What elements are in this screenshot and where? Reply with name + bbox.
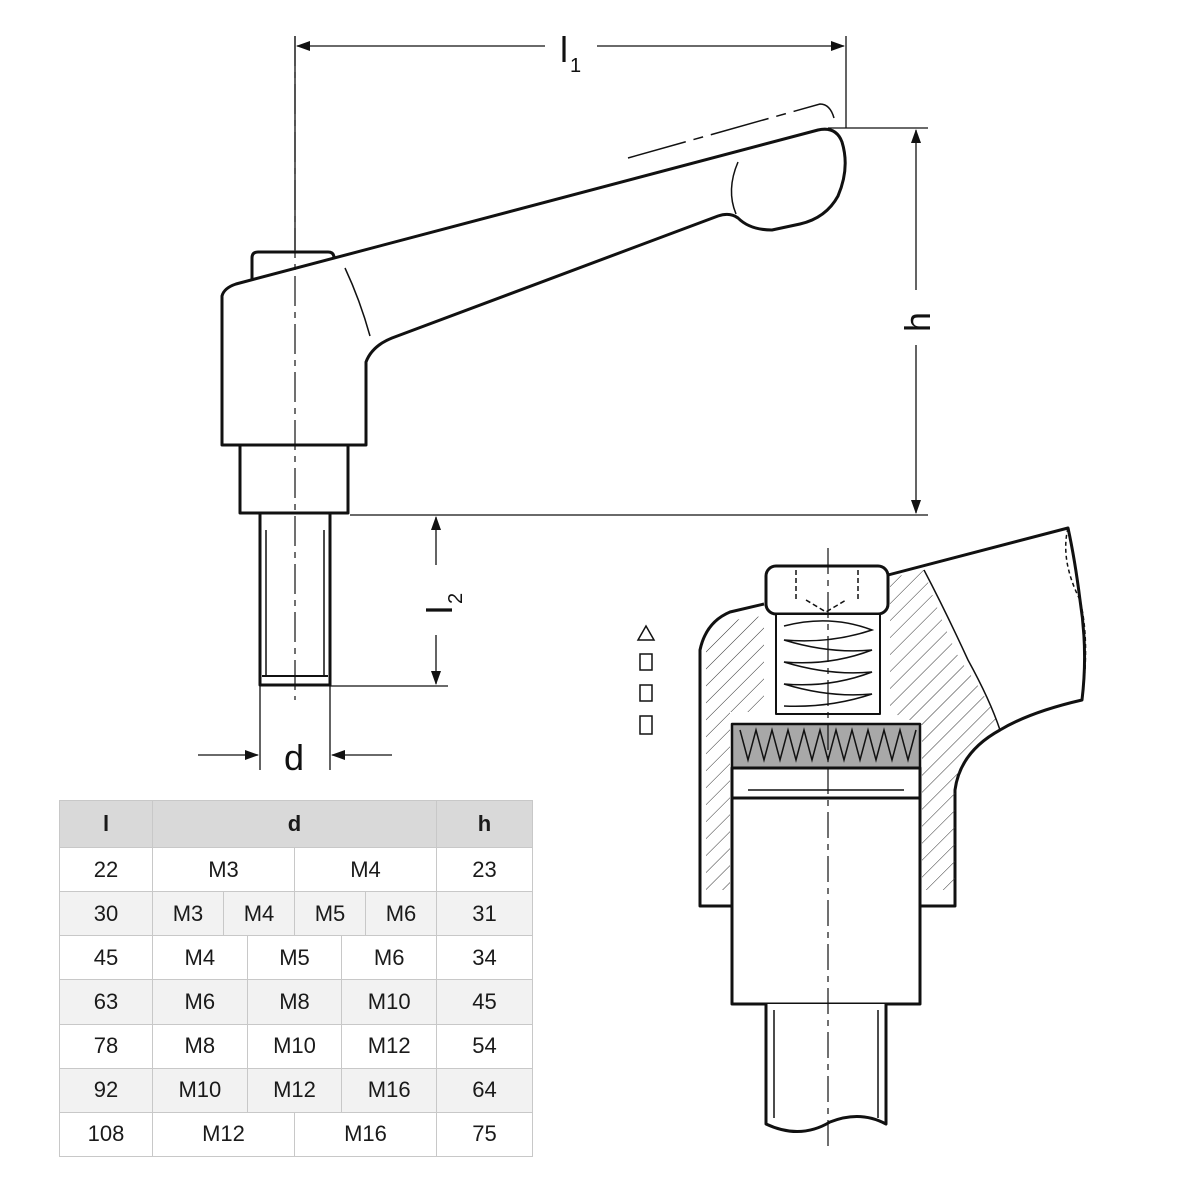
cell-d-value: M4 bbox=[223, 892, 294, 936]
lever-handle bbox=[220, 127, 847, 447]
label-l1: l bbox=[560, 29, 568, 70]
cell-d-value: M10 bbox=[341, 980, 436, 1024]
header-h: h bbox=[436, 800, 533, 848]
table-row: 63 M6 M8 M10 45 bbox=[59, 979, 533, 1025]
cell-d-value: M10 bbox=[246, 1024, 342, 1068]
cell-d-value: M4 bbox=[184, 944, 216, 970]
dimension-table: l d h 22 M3 M4 23 30 M3 M4 M5 M6 31 45 bbox=[59, 800, 533, 1158]
cell-l: 92 bbox=[59, 1067, 153, 1113]
cell-d: M10 M12 M16 bbox=[152, 1067, 437, 1113]
cell-d-value: M6 bbox=[365, 892, 436, 936]
cell-h: 31 bbox=[436, 891, 533, 937]
cell-d: M6 M8 M10 bbox=[152, 979, 437, 1025]
square-marker-icon bbox=[639, 715, 653, 735]
table-row: 30 M3 M4 M5 M6 31 bbox=[59, 891, 533, 937]
section-body-hatch bbox=[706, 616, 764, 890]
cell-h: 45 bbox=[436, 979, 533, 1025]
label-h: h bbox=[897, 312, 938, 332]
cell-d-value: M12 bbox=[202, 1121, 245, 1147]
dimension-l2 bbox=[330, 516, 448, 687]
label-l1-sub: 1 bbox=[570, 55, 581, 77]
table-row: 45 M4 M5 M6 34 bbox=[59, 935, 533, 981]
cell-l: 45 bbox=[59, 935, 153, 981]
cell-d-value: M5 bbox=[246, 936, 342, 980]
cell-d-value: M4 bbox=[294, 848, 436, 892]
dimension-l1 bbox=[294, 36, 847, 250]
table-row: 108 M12 M16 75 bbox=[59, 1111, 533, 1158]
square-marker-icon bbox=[639, 653, 653, 671]
cell-l: 22 bbox=[59, 846, 153, 893]
cell-d: M12 M16 bbox=[152, 1111, 437, 1158]
cell-d-value: M16 bbox=[341, 1068, 436, 1112]
square-marker-icon bbox=[639, 684, 653, 702]
marker-glyphs bbox=[636, 624, 656, 735]
cell-d-value: M6 bbox=[341, 936, 436, 980]
cell-l: 78 bbox=[59, 1023, 153, 1069]
header-d: d bbox=[152, 800, 437, 848]
table-row: 78 M8 M10 M12 54 bbox=[59, 1023, 533, 1069]
cell-h: 64 bbox=[436, 1067, 533, 1113]
label-l2-sub: 2 bbox=[445, 593, 467, 604]
cell-d-value: M3 bbox=[208, 856, 239, 882]
cell-d: M3 M4 M5 M6 bbox=[152, 891, 437, 937]
label-l2: l bbox=[419, 606, 460, 614]
cell-h: 23 bbox=[436, 846, 533, 893]
cell-l: 63 bbox=[59, 979, 153, 1025]
cell-d-value: M16 bbox=[294, 1112, 436, 1156]
dimension-d bbox=[198, 686, 392, 770]
lever-hub bbox=[238, 443, 350, 515]
cell-d-value: M12 bbox=[246, 1068, 342, 1112]
cell-l: 30 bbox=[59, 891, 153, 937]
cell-l: 108 bbox=[59, 1111, 153, 1158]
cell-d-value: M8 bbox=[246, 980, 342, 1024]
cell-h: 75 bbox=[436, 1111, 533, 1158]
section-body-hatch-right bbox=[890, 570, 1000, 890]
lever-side-view bbox=[220, 127, 847, 687]
lever-detail-lines bbox=[262, 103, 835, 677]
cell-d-value: M3 bbox=[172, 900, 204, 926]
cell-d: M4 M5 M6 bbox=[152, 935, 437, 981]
label-d: d bbox=[284, 737, 304, 778]
table-row: 22 M3 M4 23 bbox=[59, 846, 533, 893]
cell-h: 54 bbox=[436, 1023, 533, 1069]
section-view bbox=[698, 526, 1087, 1134]
section-hub bbox=[730, 796, 922, 1006]
cell-h: 34 bbox=[436, 935, 533, 981]
triangle-marker-icon bbox=[636, 624, 656, 641]
cell-d-value: M8 bbox=[184, 1033, 216, 1059]
header-l: l bbox=[59, 800, 153, 848]
screw-head bbox=[764, 564, 890, 616]
table-row: 92 M10 M12 M16 64 bbox=[59, 1067, 533, 1113]
cell-d: M8 M10 M12 bbox=[152, 1023, 437, 1069]
cell-d-value: M6 bbox=[184, 988, 216, 1014]
dimension-h bbox=[350, 127, 928, 516]
cell-d-value: M5 bbox=[294, 892, 365, 936]
cell-d-value: M10 bbox=[178, 1077, 222, 1103]
cell-d: M3 M4 bbox=[152, 846, 437, 893]
sleeve bbox=[730, 766, 922, 800]
cell-d-value: M12 bbox=[341, 1024, 436, 1068]
section-stud bbox=[764, 1004, 888, 1134]
